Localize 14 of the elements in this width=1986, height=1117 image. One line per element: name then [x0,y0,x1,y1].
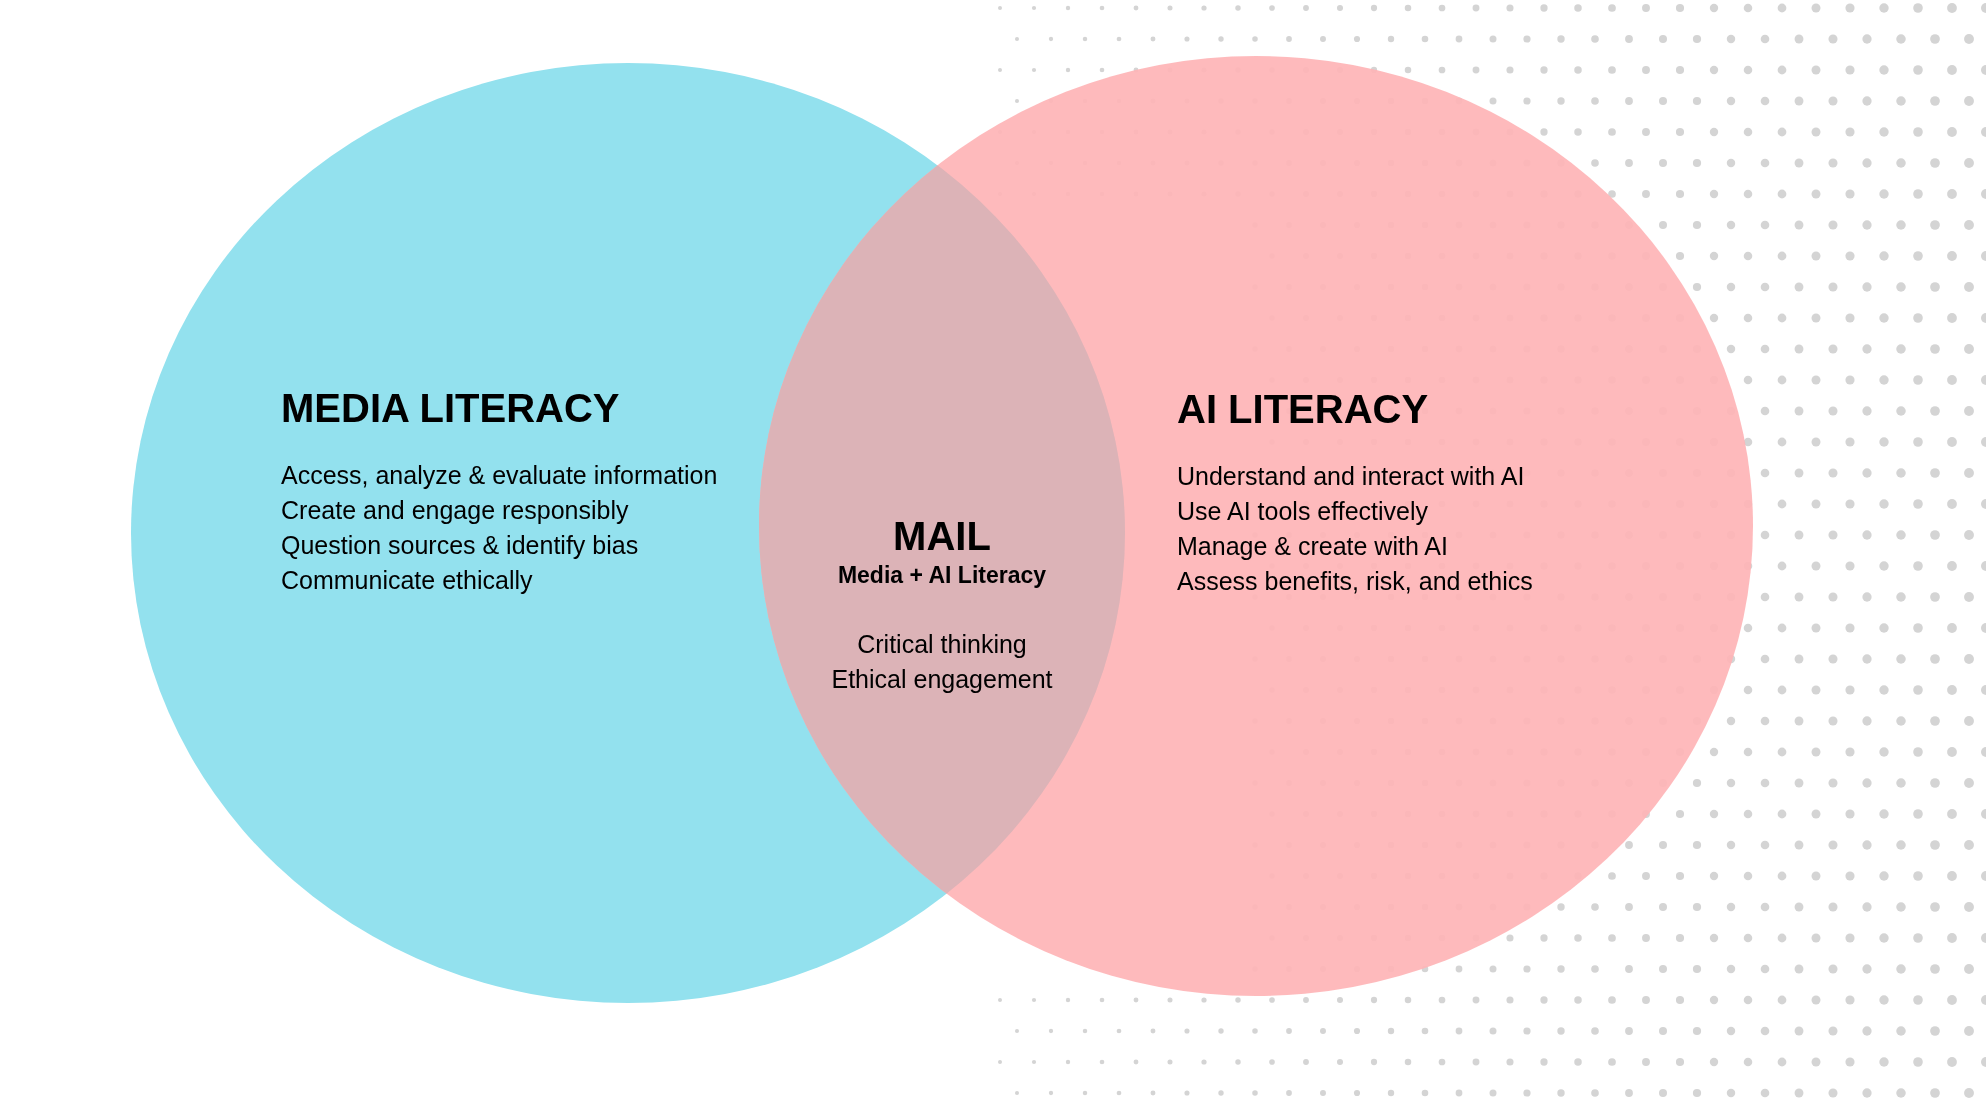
list-item: Critical thinking [857,629,1027,660]
circle-heading: MEDIA LITERACY [281,388,621,428]
list-item: Manage & create with AI [1177,531,1449,562]
list-item: Communicate ethically [281,565,534,596]
circle-heading: AI LITERACY [1177,389,1430,429]
list-item: Use AI tools effectively [1177,496,1430,527]
list-item: Access, analyze & evaluate information [281,460,718,491]
list-item: Assess benefits, risk, and ethics [1177,566,1533,597]
circle-heading: MAIL [893,516,991,556]
list-item: Question sources & identify bias [281,530,640,561]
list-item: Ethical engagement [831,664,1053,695]
list-item: Understand and interact with AI [1177,461,1526,492]
list-item: Create and engage responsibly [281,495,630,526]
subtitle: Media + AI Literacy [837,564,1047,587]
